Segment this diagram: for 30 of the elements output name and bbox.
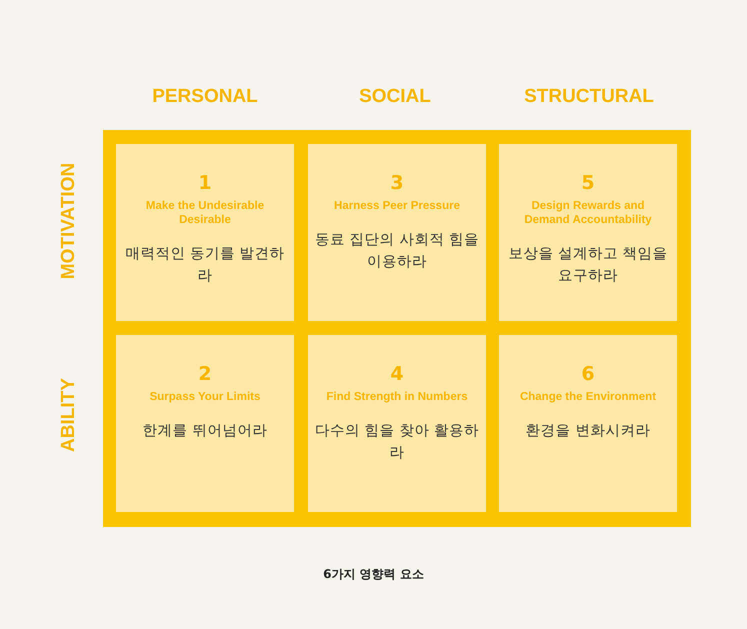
cell-description: 한계를 뛰어넘어라 <box>142 422 268 441</box>
cell-description: 환경을 변화시켜라 <box>524 422 652 441</box>
cell-title: Surpass Your Limits <box>148 390 262 404</box>
column-header: SOCIAL <box>358 86 432 108</box>
cell-title: Change the Environment <box>518 390 658 404</box>
cell-number: 1 <box>197 172 213 194</box>
cell-description: 매력적인 동기를 발견하라 <box>124 245 286 286</box>
caption: 6가지 영향력 요소 <box>322 566 425 583</box>
cell-number: 6 <box>580 363 596 385</box>
cell-number: 2 <box>197 363 213 385</box>
cell-title: Design Rewards and Demand Accountability <box>523 199 653 227</box>
factor-cell <box>499 335 677 512</box>
row-header: MOTIVATION <box>58 162 80 282</box>
cell-title: Find Strength in Numbers <box>325 390 469 404</box>
factor-cell <box>308 335 486 512</box>
cell-title: Harness Peer Pressure <box>333 199 461 213</box>
cell-number: 4 <box>389 363 405 385</box>
factor-cell <box>308 144 486 321</box>
cell-number: 5 <box>580 172 596 194</box>
row-header: ABILITY <box>58 377 80 454</box>
column-header: STRUCTURAL <box>523 86 655 108</box>
factor-cell <box>116 144 294 321</box>
cell-title: Make the Undesirable Desirable <box>144 199 266 227</box>
column-header: PERSONAL <box>151 86 259 108</box>
cell-number: 3 <box>389 172 405 194</box>
cell-description: 다수의 힘을 찾아 활용하라 <box>314 422 480 463</box>
cell-description: 동료 집단의 사회적 힘을 이용하라 <box>314 231 480 272</box>
cell-description: 보상을 설계하고 책임을 요구하라 <box>507 245 669 286</box>
factor-cell <box>116 335 294 512</box>
factor-cell <box>499 144 677 321</box>
